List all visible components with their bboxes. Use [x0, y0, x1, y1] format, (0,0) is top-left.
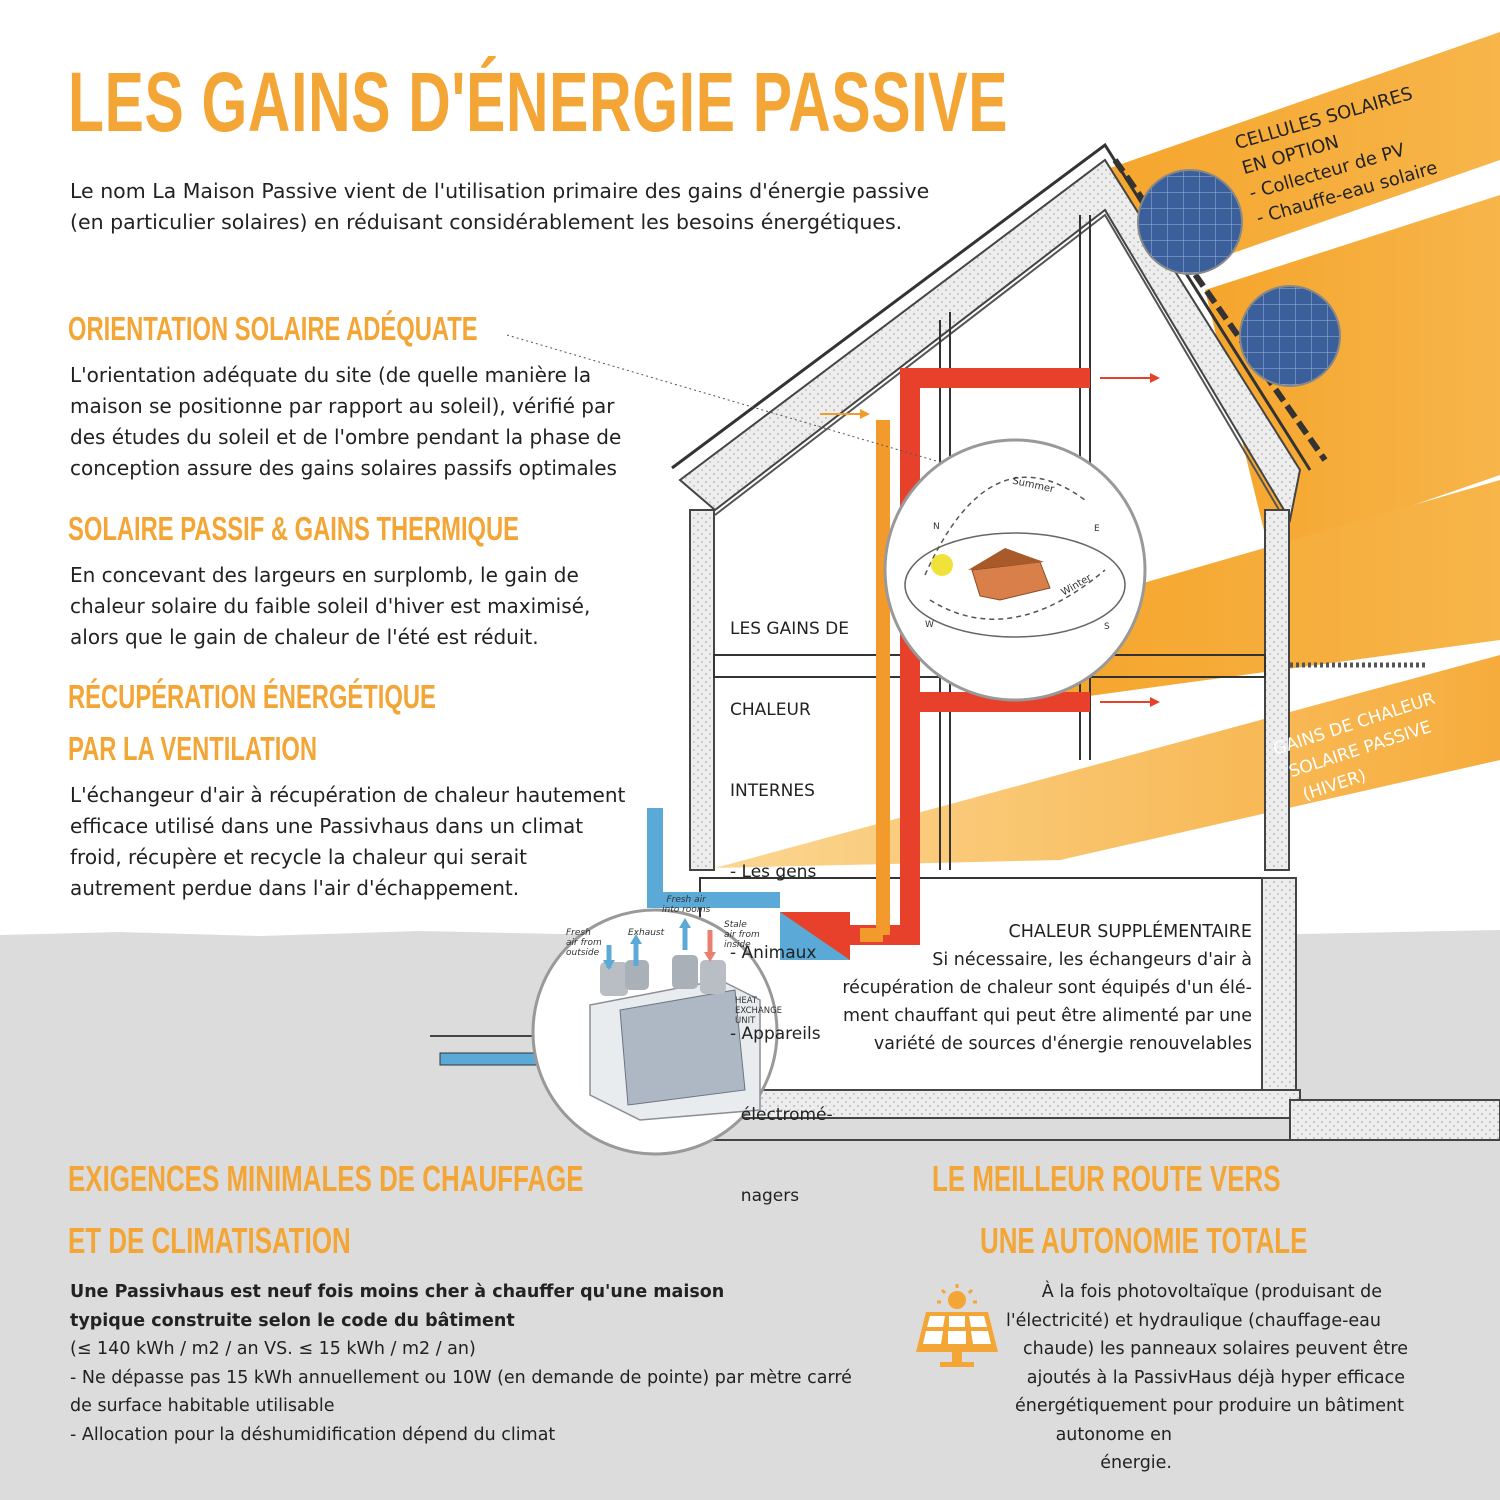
requirements-heading-1: EXIGENCES MINIMALES DE CHAUFFAGE [68, 1158, 584, 1199]
internal-gains-line: - Animaux [730, 943, 817, 963]
intro-line: Le nom La Maison Passive vient de l'util… [70, 179, 930, 203]
requirements-bold-line: typique construite selon le code du bâti… [70, 1310, 515, 1331]
ventilation-line: L'échangeur d'air à récupération de chal… [70, 783, 626, 807]
internal-gains-line: nagers [730, 1186, 800, 1206]
supplementary-line: ment chauffant qui peut être alimenté pa… [842, 1006, 1252, 1026]
fresh-outside-label: Fresh air from outside [566, 928, 602, 958]
sun-icon [931, 554, 953, 576]
supplementary-line: Si nécessaire, les échangeurs d'air à [932, 950, 1252, 970]
ventilation-line: autrement perdue dans l'air d'échappemen… [70, 876, 520, 900]
requirements-heading-2: ET DE CLIMATISATION [68, 1220, 351, 1261]
ventilation-line: froid, récupère et recycle la chaleur qu… [70, 845, 527, 869]
orientation-heading: ORIENTATION SOLAIRE ADÉQUATE [68, 310, 478, 347]
passive-solar-heading: SOLAIRE PASSIF & GAINS THERMIQUE [68, 510, 520, 547]
page-title: LES GAINS D'ÉNERGIE PASSIVE [68, 55, 1009, 149]
hrv-label-line: Fresh air [666, 895, 706, 905]
orientation-line: L'orientation adéquate du site (de quell… [70, 363, 592, 387]
west-label: W [925, 620, 934, 630]
hrv-label-line: into rooms [662, 905, 711, 915]
heat-exchange-label: HEAT EXCHANGE UNIT [735, 996, 782, 1026]
supplementary-heat: CHALEUR SUPPLÉMENTAIRE Si nécessaire, le… [790, 918, 1252, 1058]
north-label: N [933, 522, 940, 532]
orientation-line: maison se positionne par rapport au sole… [70, 394, 615, 418]
autonomy-line: énergétiquement pour produire un bâtimen… [1015, 1396, 1404, 1416]
passive-solar-line: alors que le gain de chaleur de l'été es… [70, 625, 539, 649]
autonomy-line: chaude) les panneaux solaires peuvent êt… [1023, 1339, 1408, 1359]
ventilation-heading-1: RÉCUPÉRATION ÉNERGÉTIQUE [68, 678, 436, 715]
orientation-text: L'orientation adéquate du site (de quell… [70, 360, 660, 484]
supplementary-line: variété de sources d'énergie renouvelabl… [873, 1034, 1252, 1054]
passive-solar-line: En concevant des largeurs en surplomb, l… [70, 563, 579, 587]
hrv-label-line: air from [566, 938, 602, 948]
duct-blue [647, 808, 780, 908]
requirements-line: - Allocation pour la déshumidification d… [70, 1424, 556, 1445]
intro-text: Le nom La Maison Passive vient de l'util… [70, 176, 970, 238]
hrv-label-line: HEAT [735, 996, 758, 1006]
south-label: S [1104, 622, 1110, 632]
duct-red [900, 368, 1090, 880]
exhaust-label: Exhaust [628, 928, 665, 938]
orientation-line: des études du soleil et de l'ombre penda… [70, 425, 622, 449]
orientation-line: conception assure des gains solaires pas… [70, 456, 617, 480]
internal-gains-line: INTERNES [730, 781, 815, 801]
hrv-label-line: air from [724, 930, 760, 940]
hrv-label-line: inside [724, 940, 751, 950]
autonomy-line: autonome en énergie. [1055, 1424, 1172, 1474]
fresh-rooms-label: Fresh air into rooms [662, 895, 710, 915]
pv-panel-1 [1138, 170, 1242, 274]
east-label: E [1094, 524, 1100, 534]
internal-gains-line: électromé- [730, 1105, 833, 1125]
intro-line: (en particulier solaires) en réduisant c… [70, 210, 903, 234]
passive-solar-text: En concevant des largeurs en surplomb, l… [70, 560, 660, 653]
solar-panel-icon [916, 1284, 998, 1367]
internal-gains-line: CHALEUR [730, 700, 811, 720]
passive-solar-line: chaleur solaire du faible soleil d'hiver… [70, 594, 591, 618]
hrv-label-line: outside [566, 948, 600, 958]
autonomy-line: ajoutés à la PassivHaus déjà hyper effic… [1026, 1367, 1405, 1388]
stale-air-label: Stale air from inside [724, 920, 760, 950]
internal-gains-line: LES GAINS DE [730, 619, 849, 639]
hrv-label-line: Fresh [566, 928, 591, 938]
autonomy-heading-1: LE MEILLEUR ROUTE VERS [932, 1158, 1281, 1199]
autonomy-line: À la fois photovoltaïque (produisant de [1041, 1282, 1382, 1302]
requirements-line: de surface habitable utilisable [70, 1396, 335, 1416]
internal-gains-line: - Appareils [730, 1024, 821, 1044]
ventilation-line: efficace utilisé dans une Passivhaus dan… [70, 814, 584, 838]
supplementary-line: récupération de chaleur sont équipés d'u… [842, 978, 1252, 998]
requirements-line: (≤ 140 kWh / m2 / an VS. ≤ 15 kWh / m2 /… [70, 1339, 476, 1359]
hrv-label-line: Stale [724, 920, 747, 930]
requirements-line: - Ne dépasse pas 15 kWh annuellement ou … [70, 1367, 852, 1388]
hrv-label-line: EXCHANGE [735, 1006, 783, 1016]
pv-panel-2 [1240, 286, 1340, 386]
requirements-bold-line: Une Passivhaus est neuf fois moins cher … [70, 1282, 725, 1302]
internal-gains-label: LES GAINS DE CHALEUR INTERNES - Les gens… [730, 562, 849, 1237]
autonomy-line: l'électricité) et hydraulique (chauffage… [1005, 1310, 1381, 1331]
hrv-label-line: UNIT [735, 1016, 756, 1026]
internal-gains-line: - Les gens [730, 862, 817, 882]
requirements-text: Une Passivhaus est neuf fois moins cher … [70, 1278, 890, 1449]
ventilation-text: L'échangeur d'air à récupération de chal… [70, 780, 660, 904]
supplementary-heading: CHALEUR SUPPLÉMENTAIRE [1008, 922, 1252, 942]
autonomy-text: À la fois photovoltaïque (produisant de … [980, 1278, 1460, 1478]
ventilation-heading-2: PAR LA VENTILATION [68, 730, 318, 767]
autonomy-heading-2: UNE AUTONOMIE TOTALE [980, 1220, 1308, 1261]
